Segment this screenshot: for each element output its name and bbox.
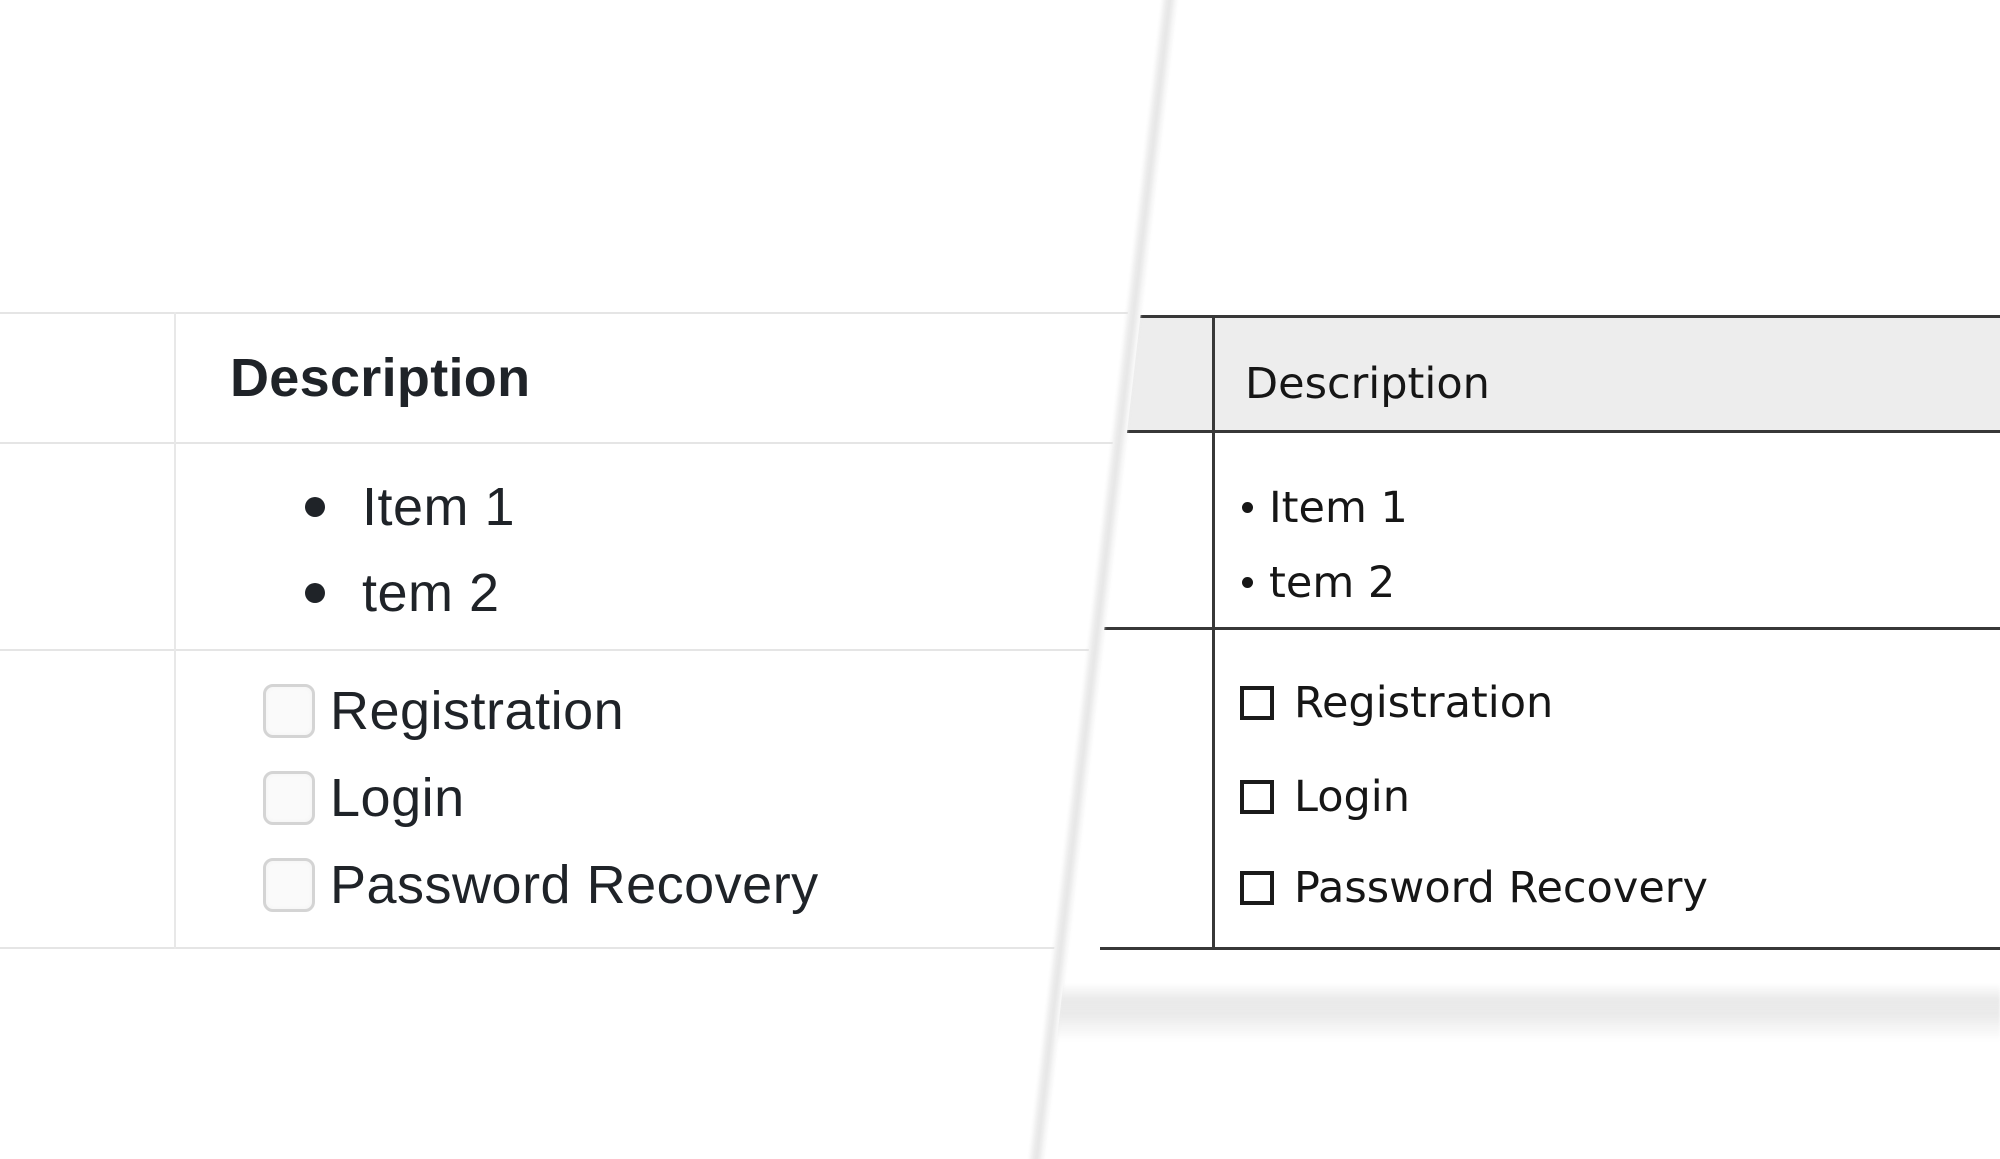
left-checkbox-label: Login <box>330 767 465 828</box>
left-table-bottom-border <box>0 947 1130 949</box>
right-checkbox-item-login: Login <box>1240 752 1410 841</box>
right-table-column-divider <box>1212 315 1215 950</box>
checkbox-unchecked-rounded-icon[interactable] <box>263 857 315 912</box>
left-checkbox-label: Registration <box>330 680 625 741</box>
checkbox-unchecked-square-icon <box>1240 685 1274 720</box>
bullet-dot-icon <box>1242 502 1253 513</box>
left-table-header-bottom-border <box>0 442 1130 444</box>
right-checkbox-label: Password Recovery <box>1294 862 1708 913</box>
left-bullet-item: tem 2 <box>305 550 500 636</box>
left-table-column-divider <box>174 312 176 949</box>
right-header-label: Description <box>1245 359 1490 409</box>
right-bullet-label: Item 1 <box>1269 482 1408 533</box>
checkbox-unchecked-square-icon <box>1240 779 1274 814</box>
left-checkbox-label: Password Recovery <box>330 854 819 915</box>
left-description-column-header: Description <box>230 314 530 442</box>
right-checkbox-item-password-recovery: Password Recovery <box>1240 843 1708 932</box>
page-bottom-shadow <box>1043 983 2000 1041</box>
right-description-column-header: Description <box>1245 329 1490 439</box>
right-table-bottom-border <box>1100 947 2000 950</box>
right-checkbox-item-registration: Registration <box>1240 658 1553 747</box>
bullet-dot-icon <box>305 583 325 603</box>
left-bullet-label: Item 1 <box>362 477 516 537</box>
left-table-top-border <box>0 312 1130 314</box>
checkbox-unchecked-rounded-icon[interactable] <box>263 683 315 738</box>
right-table-header-background <box>1100 315 2000 433</box>
right-table-row-divider <box>1100 627 2000 630</box>
right-table-top-border <box>1100 315 2000 318</box>
checkbox-unchecked-square-icon <box>1240 870 1274 905</box>
left-checkbox-item-login[interactable]: Login <box>263 754 465 841</box>
bullet-dot-icon <box>305 497 325 517</box>
right-table-header-bottom-border <box>1100 430 2000 433</box>
checkbox-unchecked-rounded-icon[interactable] <box>263 770 315 825</box>
left-bullet-item: Item 1 <box>305 464 515 550</box>
left-header-label: Description <box>230 348 531 408</box>
bullet-dot-icon <box>1242 577 1253 588</box>
left-table-row-divider <box>0 649 1130 651</box>
right-bullet-item: tem 2 <box>1242 545 1395 620</box>
right-bullet-label: tem 2 <box>1269 557 1396 608</box>
right-checkbox-label: Login <box>1294 771 1411 822</box>
left-bullet-label: tem 2 <box>362 563 500 623</box>
right-bullet-item: Item 1 <box>1242 470 1408 545</box>
left-checkbox-item-registration[interactable]: Registration <box>263 667 624 754</box>
left-checkbox-item-password-recovery[interactable]: Password Recovery <box>263 841 819 928</box>
right-checkbox-label: Registration <box>1294 677 1554 728</box>
